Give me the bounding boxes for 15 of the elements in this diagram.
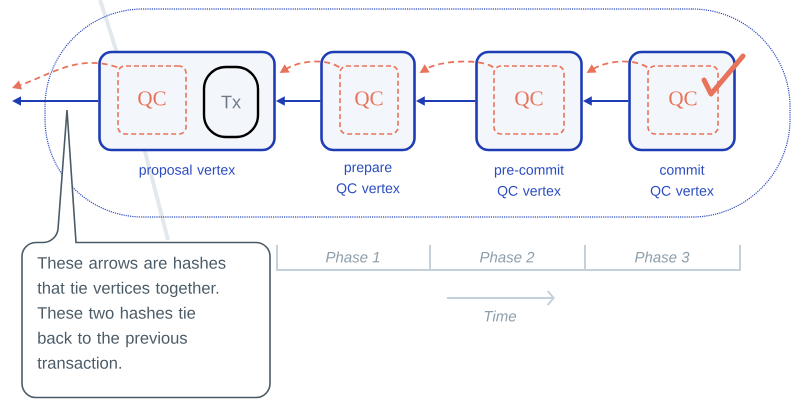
qc-box: QC	[117, 65, 187, 135]
node-label: commit QC vertex	[650, 164, 714, 198]
qc-box: QC	[339, 65, 399, 135]
phase-label: Phase 2	[480, 252, 534, 262]
node-label: prepare QC vertex	[336, 164, 400, 196]
phase-label: Phase 3	[634, 252, 690, 262]
phase-label: Phase 1	[326, 252, 380, 262]
node-label: These arrows are hashes that tie vertices together. These two hashes tie back to the previous transaction.	[37, 256, 226, 369]
transaction-box: Tx	[202, 66, 260, 138]
node-label: proposal vertex	[140, 164, 236, 178]
qc-box: QC	[493, 65, 565, 135]
node-label: pre-commit QC vertex	[494, 164, 564, 198]
dotted-band	[44, 8, 791, 218]
qc-box: QC	[647, 65, 719, 135]
time-label: Time	[484, 310, 516, 322]
